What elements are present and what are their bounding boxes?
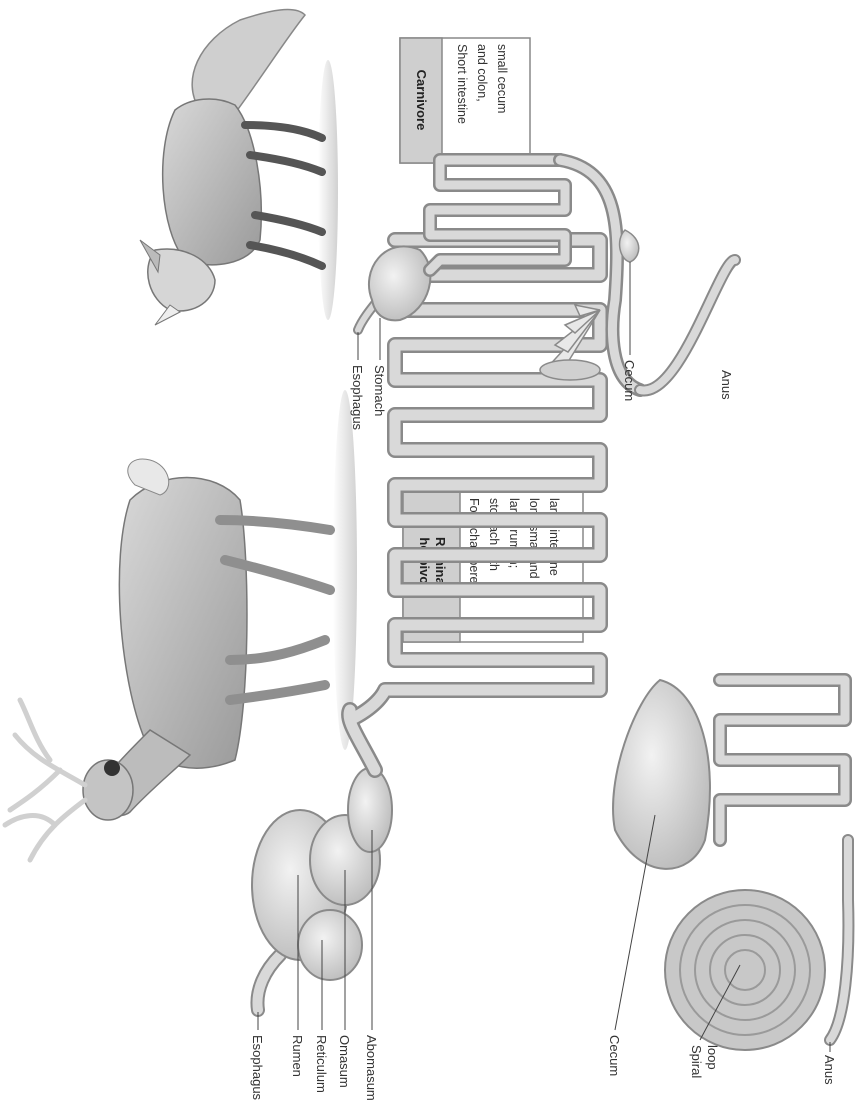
abomasum: [348, 768, 392, 852]
carnivore-desc-line-3: small cecum: [495, 44, 509, 113]
label-carnivore-stomach: Stomach: [372, 365, 387, 416]
label-spiral-loop-line-1: Spiral: [689, 1045, 704, 1078]
deer-illustration: [5, 390, 357, 860]
deer-antlers: [5, 700, 85, 860]
spiral-loop: [665, 890, 825, 1050]
carnivore-cecum: [620, 230, 639, 262]
ruminant-desc-line-5: large intestine: [547, 498, 561, 576]
label-rumen: Rumen: [290, 1035, 305, 1077]
carnivore-desc-line-2: and colon,: [475, 44, 489, 102]
deer-shadow: [333, 390, 357, 750]
label-carnivore-esophagus: Esophagus: [350, 365, 365, 431]
fox-shadow: [318, 60, 338, 320]
label-carnivore-cecum: Cecum: [622, 360, 637, 401]
ruminant-cecum: [613, 680, 710, 869]
ruminant-desc-line-1: Four-chambered: [467, 498, 481, 590]
label-esophagus: Esophagus: [250, 1035, 265, 1101]
label-spiral-loop-line-2: loop: [705, 1045, 720, 1070]
label-cecum: Cecum: [607, 1035, 622, 1076]
carnivore-title: Carnivore: [414, 70, 429, 131]
deer-tail: [128, 459, 169, 495]
ruminant-desc-line-4: long small and: [527, 498, 541, 579]
label-omasum: Omasum: [337, 1035, 352, 1088]
fox-illustration: [140, 10, 338, 325]
label-reticulum: Reticulum: [314, 1035, 329, 1093]
label-anus: Anus: [822, 1055, 837, 1085]
reticulum: [298, 910, 362, 980]
label-carnivore-anus: Anus: [719, 370, 734, 400]
deer-nose: [104, 760, 120, 776]
carnivore-desc-line-1: Short intestine: [455, 44, 469, 124]
label-abomasum: Abomasum: [364, 1035, 379, 1101]
carnivore-info-box: Carnivore Short intestine and colon, sma…: [400, 38, 530, 163]
ruminant-large-intestine: [720, 680, 845, 840]
